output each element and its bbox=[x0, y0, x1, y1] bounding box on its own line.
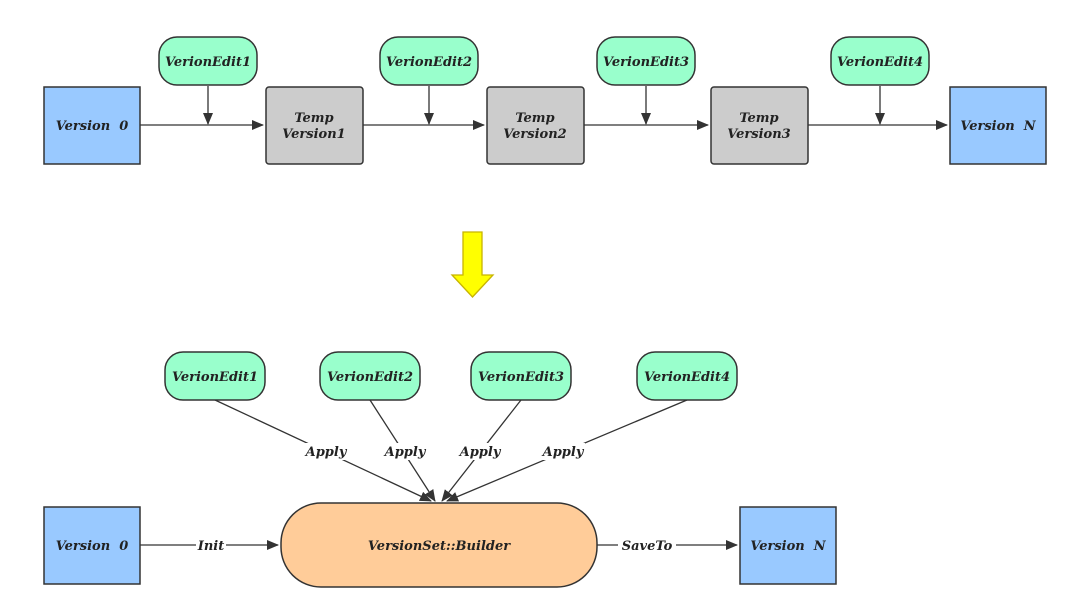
apply-label-2-text: Apply bbox=[383, 445, 427, 460]
top-version0-node: Version 0 bbox=[43, 86, 141, 165]
top-edit1-label: VerionEdit1 bbox=[165, 55, 251, 70]
top-edit3-node: VerionEdit3 bbox=[596, 36, 696, 86]
bottom-versionN-node: Version N bbox=[739, 506, 837, 585]
top-temp1-node: Temp Version1 bbox=[265, 86, 364, 165]
bottom-edit1-node: VerionEdit1 bbox=[164, 351, 266, 401]
apply-label-3: Apply bbox=[458, 443, 502, 460]
apply-label-3-text: Apply bbox=[458, 445, 502, 460]
saveto-label-text: SaveTo bbox=[622, 539, 673, 554]
top-temp3-label-line2: Version3 bbox=[727, 127, 790, 142]
bottom-builder-node: VersionSet::Builder bbox=[280, 502, 598, 588]
bottom-flow: Apply Apply Apply Apply Init SaveTo Vers… bbox=[43, 351, 837, 588]
top-temp2-node: Temp Version2 bbox=[486, 86, 585, 165]
top-edit3-label: VerionEdit3 bbox=[603, 55, 689, 70]
apply-label-4-text: Apply bbox=[541, 445, 585, 460]
transform-down-arrow-icon bbox=[450, 231, 495, 298]
bottom-edit2-label: VerionEdit2 bbox=[327, 370, 413, 385]
bottom-version0-node: Version 0 bbox=[43, 506, 141, 585]
apply-label-1-text: Apply bbox=[304, 445, 348, 460]
bottom-version0-label: Version 0 bbox=[56, 539, 129, 554]
init-label-text: Init bbox=[197, 539, 224, 554]
top-edit2-label: VerionEdit2 bbox=[386, 55, 472, 70]
top-edit2-node: VerionEdit2 bbox=[379, 36, 479, 86]
saveto-label: SaveTo bbox=[618, 537, 676, 554]
apply-label-1: Apply bbox=[304, 443, 348, 460]
top-temp1-label-line2: Version1 bbox=[282, 127, 345, 142]
bottom-versionN-label: Version N bbox=[750, 539, 826, 554]
top-flow: Version 0 Temp Version1 Temp Version2 Te… bbox=[43, 36, 1047, 165]
bottom-edit3-label: VerionEdit3 bbox=[478, 370, 564, 385]
bottom-edit2-node: VerionEdit2 bbox=[319, 351, 421, 401]
top-temp2-label-line2: Version2 bbox=[503, 127, 566, 142]
top-edit4-label: VerionEdit4 bbox=[837, 55, 923, 70]
bottom-edit3-node: VerionEdit3 bbox=[470, 351, 572, 401]
top-versionN-node: Version N bbox=[949, 86, 1047, 165]
top-edit1-node: VerionEdit1 bbox=[158, 36, 258, 86]
top-temp3-node: Temp Version3 bbox=[710, 86, 809, 165]
apply-label-2: Apply bbox=[383, 443, 427, 460]
top-versionN-label: Version N bbox=[960, 119, 1036, 134]
top-temp2-label-line1: Temp bbox=[515, 111, 554, 126]
top-edit4-node: VerionEdit4 bbox=[830, 36, 930, 86]
bottom-edit1-label: VerionEdit1 bbox=[172, 370, 258, 385]
bottom-builder-label: VersionSet::Builder bbox=[368, 539, 511, 554]
bottom-edit4-label: VerionEdit4 bbox=[644, 370, 730, 385]
apply-label-4: Apply bbox=[541, 443, 585, 460]
top-version0-label: Version 0 bbox=[56, 119, 129, 134]
bottom-edit4-node: VerionEdit4 bbox=[636, 351, 738, 401]
top-temp1-label-line1: Temp bbox=[294, 111, 333, 126]
init-label: Init bbox=[196, 537, 226, 554]
top-temp3-label-line1: Temp bbox=[739, 111, 778, 126]
